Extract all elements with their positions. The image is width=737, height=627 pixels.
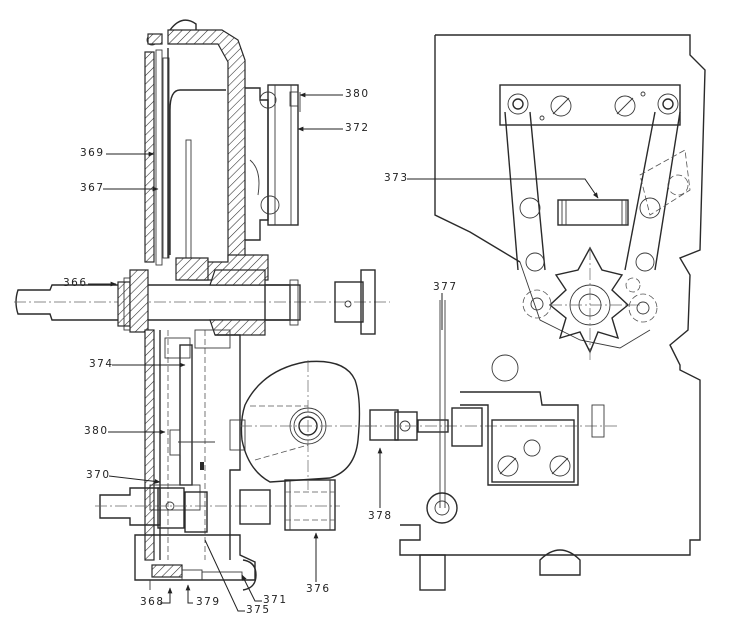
main-shaft (14, 269, 390, 336)
top-plate (499, 84, 681, 126)
leader-lines (88, 92, 599, 612)
lower-shaft (95, 479, 340, 531)
lower-mechanism (144, 329, 246, 561)
side-arm (249, 84, 301, 226)
star-wheel (522, 246, 658, 360)
gauge (491, 354, 519, 382)
callout-368: 368 (140, 596, 165, 608)
callout-367: 367 (80, 182, 105, 194)
callout-373: 373 (384, 172, 409, 184)
cam-disc (240, 360, 380, 490)
callout-379: 379 (196, 596, 221, 608)
right-view (365, 34, 706, 591)
callout-372: 372 (345, 122, 370, 134)
callout-371: 371 (263, 594, 288, 606)
callout-378: 378 (368, 510, 393, 522)
bottom-block (134, 534, 257, 591)
feed-shaft (365, 300, 620, 524)
callout-370: 370 (86, 469, 111, 481)
callout-374: 374 (89, 358, 114, 370)
linkage-arms (504, 111, 691, 272)
callout-369: 369 (80, 147, 105, 159)
callout-377: 377 (433, 281, 458, 293)
callout-375: 375 (246, 604, 271, 616)
callout-380-top: 380 (345, 88, 370, 100)
callout-380-mid: 380 (84, 425, 109, 437)
left-section-view (14, 19, 390, 591)
housing (144, 48, 269, 281)
lower-housing (399, 391, 581, 591)
callout-366: 366 (63, 277, 88, 289)
callout-376: 376 (306, 583, 331, 595)
